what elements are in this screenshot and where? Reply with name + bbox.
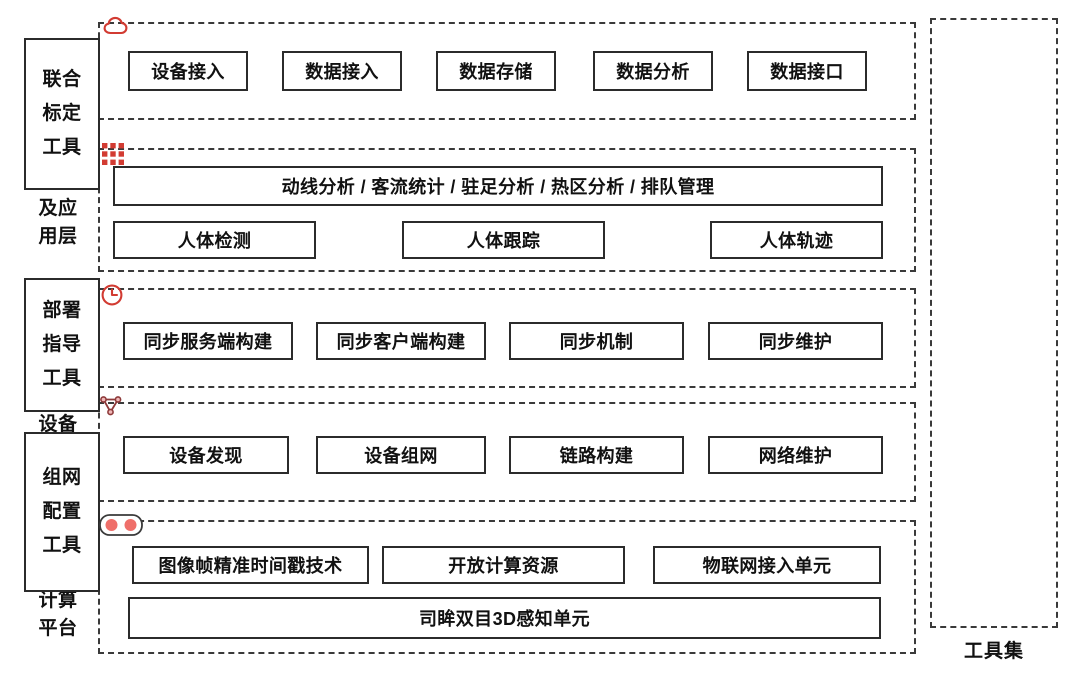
node-device-networking[interactable]: 设备组网 [316, 436, 486, 474]
node-label: 人体检测 [177, 231, 252, 251]
node-sync-server-build[interactable]: 同步服务端构建 [123, 322, 293, 360]
node-label: 链路构建 [559, 446, 634, 466]
node-sync-mechanism[interactable]: 同步机制 [509, 322, 684, 360]
node-network-maintenance[interactable]: 网络维护 [708, 436, 883, 474]
node-cloud-data-api[interactable]: 数据接口 [747, 51, 867, 91]
tool-label-line: 工具 [42, 137, 82, 158]
node-label: 设备接入 [151, 62, 225, 82]
node-label: 数据分析 [616, 62, 690, 82]
layer-label-line: 平台 [38, 618, 78, 639]
node-label: 设备组网 [364, 446, 438, 466]
tool-label-line: 工具 [42, 535, 82, 556]
tool-label-line: 工具 [42, 368, 82, 389]
tools-panel-caption: 工具集 [963, 641, 1024, 662]
layer-label-line: 计算 [38, 590, 78, 611]
tool-label-line: 部署 [42, 300, 82, 321]
node-label: 司眸双目3D感知单元 [418, 609, 590, 629]
node-cloud-data-analysis[interactable]: 数据分析 [593, 51, 713, 91]
node-frame-timestamp-tech[interactable]: 图像帧精准时间戳技术 [132, 546, 369, 584]
node-label: 物联网接入单元 [702, 556, 832, 576]
node-label: 数据接口 [770, 62, 844, 82]
node-sync-client-build[interactable]: 同步客户端构建 [316, 322, 486, 360]
layer-container-algorithm [98, 148, 916, 272]
node-cloud-data-storage[interactable]: 数据存储 [436, 51, 556, 91]
tool-label-line: 标定 [42, 103, 82, 124]
layer-label-line: 及应 [38, 198, 78, 219]
tools-panel [930, 18, 1058, 628]
tool-network-config[interactable]: 组网 配置 工具 [24, 432, 100, 592]
tool-label-line: 联合 [42, 69, 82, 90]
node-label: 同步客户端构建 [336, 332, 466, 352]
node-label: 图像帧精准时间戳技术 [158, 556, 343, 576]
tool-label-line: 配置 [42, 501, 82, 522]
node-label: 数据接入 [305, 62, 379, 82]
node-human-trajectory[interactable]: 人体轨迹 [710, 221, 883, 259]
node-algorithm-applications[interactable]: 动线分析 / 客流统计 / 驻足分析 / 热区分析 / 排队管理 [113, 166, 883, 206]
node-cloud-device-access[interactable]: 设备接入 [128, 51, 248, 91]
tool-label-line: 指导 [42, 334, 82, 355]
node-cloud-data-ingest[interactable]: 数据接入 [282, 51, 402, 91]
node-label: 同步服务端构建 [143, 332, 273, 352]
node-open-compute-resource[interactable]: 开放计算资源 [382, 546, 625, 584]
node-label: 人体跟踪 [466, 231, 541, 251]
node-human-tracking[interactable]: 人体跟踪 [402, 221, 605, 259]
node-link-construction[interactable]: 链路构建 [509, 436, 684, 474]
node-label: 动线分析 / 客流统计 / 驻足分析 / 热区分析 / 排队管理 [281, 177, 715, 197]
layer-label-line: 用层 [38, 226, 78, 247]
tool-deployment-guide[interactable]: 部署 指导 工具 [24, 278, 100, 412]
node-stereo-3d-perception-unit[interactable]: 司眸双目3D感知单元 [128, 597, 881, 639]
layer-label-line: 设备 [38, 414, 78, 435]
node-label: 人体轨迹 [759, 231, 834, 251]
node-iot-access-unit[interactable]: 物联网接入单元 [653, 546, 881, 584]
node-label: 数据存储 [459, 62, 533, 82]
node-label: 同步机制 [559, 332, 634, 352]
node-label: 网络维护 [758, 446, 833, 466]
node-label: 设备发现 [169, 446, 243, 466]
node-label: 同步维护 [758, 332, 833, 352]
node-device-discovery[interactable]: 设备发现 [123, 436, 289, 474]
node-label: 开放计算资源 [448, 556, 559, 576]
tool-joint-calibration[interactable]: 联合 标定 工具 [24, 38, 100, 190]
tool-label-line: 组网 [42, 467, 82, 488]
node-human-detection[interactable]: 人体检测 [113, 221, 316, 259]
node-sync-maintenance[interactable]: 同步维护 [708, 322, 883, 360]
